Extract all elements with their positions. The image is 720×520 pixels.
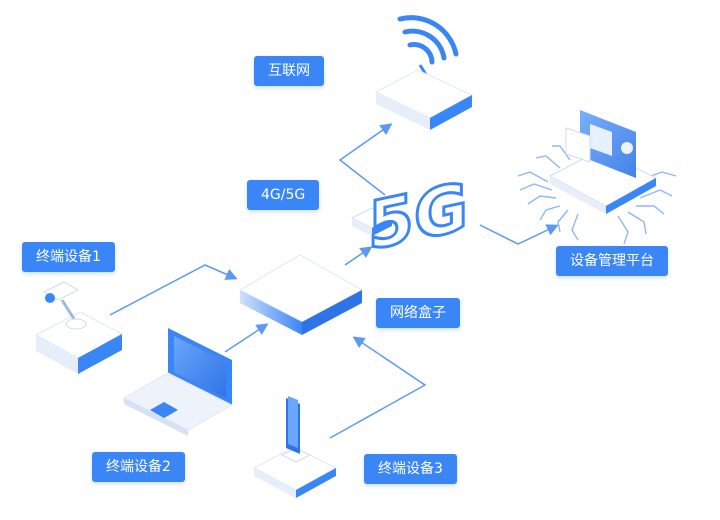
connector-device1-to-box xyxy=(109,264,238,316)
label-terminal-device-1: 终端设备1 xyxy=(22,242,115,272)
camera-device-icon xyxy=(34,281,124,374)
wifi-signal-icon xyxy=(397,15,459,65)
5g-text: 5G xyxy=(368,167,468,265)
connector-device3-to-box xyxy=(329,336,427,439)
connector-5g-to-internet xyxy=(338,123,393,196)
label-device-platform: 设备管理平台 xyxy=(556,246,668,276)
connector-device2-to-box xyxy=(224,323,269,353)
chip-platform-icon xyxy=(517,110,677,245)
laptop-device-icon xyxy=(122,328,234,436)
label-terminal-device-2: 终端设备2 xyxy=(92,452,185,482)
label-4g-5g: 4G/5G xyxy=(247,180,320,210)
label-terminal-device-3: 终端设备3 xyxy=(364,454,457,484)
label-network-box: 网络盒子 xyxy=(376,298,460,328)
connector-5g-to-platform xyxy=(479,224,559,245)
label-internet: 互联网 xyxy=(254,56,324,86)
network-box-icon xyxy=(238,254,364,335)
connectors xyxy=(109,123,559,439)
connector-box-to-5g xyxy=(344,246,373,266)
phone-device-icon xyxy=(252,396,338,498)
router-icon xyxy=(374,15,474,130)
